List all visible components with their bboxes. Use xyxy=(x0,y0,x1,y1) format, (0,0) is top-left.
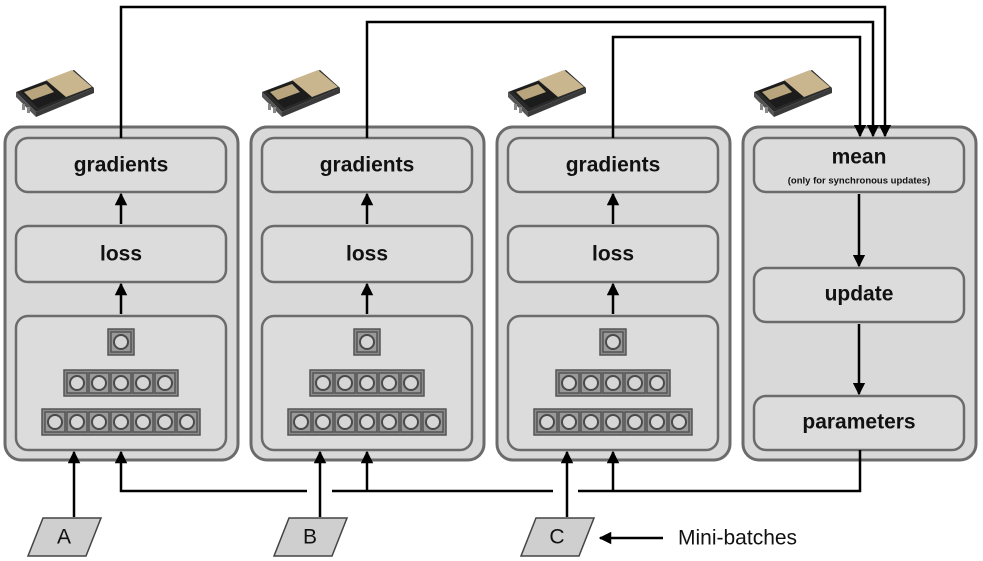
mean-note: (only for synchronous updates) xyxy=(788,176,931,187)
minibatch-input-b: B xyxy=(272,517,349,557)
neuron-icon xyxy=(154,411,176,433)
neuron-icon xyxy=(334,411,356,433)
neuron-icon xyxy=(602,372,624,394)
aggregator-panel: mean (only for synchronous updates) upda… xyxy=(741,125,978,462)
loss-box xyxy=(260,224,474,284)
neuron-icon xyxy=(580,372,602,394)
neuron-icon xyxy=(110,372,132,394)
neuron-icon xyxy=(422,411,444,433)
neuron-icon xyxy=(558,411,580,433)
neuron-icon xyxy=(290,411,312,433)
input-label: C xyxy=(549,526,564,549)
neuron-icon xyxy=(132,411,154,433)
neuron-icon xyxy=(334,372,356,394)
mean-label: mean xyxy=(832,146,887,169)
neuron-icon xyxy=(110,331,132,353)
neuron-icon xyxy=(176,411,198,433)
neuron-icon xyxy=(88,372,110,394)
neuron-icon xyxy=(668,411,690,433)
neuron-icon xyxy=(312,372,334,394)
gradients-label: gradients xyxy=(74,154,169,177)
parameter-broadcast-wires xyxy=(114,450,862,493)
neuron-icon xyxy=(88,411,110,433)
neuron-icon xyxy=(110,411,132,433)
neuron-icon xyxy=(356,331,378,353)
neuron-icon xyxy=(536,411,558,433)
loss-label: loss xyxy=(346,243,388,266)
update-box xyxy=(752,266,966,324)
input-label: B xyxy=(303,526,317,549)
neuron-icon xyxy=(602,411,624,433)
neuron-icon xyxy=(400,372,422,394)
neuron-icon xyxy=(66,372,88,394)
gpu-icon xyxy=(262,70,340,117)
loss-label: loss xyxy=(592,243,634,266)
neuron-icon xyxy=(378,411,400,433)
neuron-icon xyxy=(356,372,378,394)
input-arrows xyxy=(67,450,574,517)
minibatch-input-a: A xyxy=(26,517,103,557)
input-label: A xyxy=(57,526,71,549)
neuron-icon xyxy=(646,372,668,394)
neuron-icon xyxy=(44,411,66,433)
internal-arrows xyxy=(114,192,866,396)
neuron-icon xyxy=(400,411,422,433)
neuron-icon xyxy=(132,372,154,394)
neuron-icon xyxy=(624,411,646,433)
gpu-icon xyxy=(16,70,94,117)
neuron-icon xyxy=(312,411,334,433)
gradients-label: gradients xyxy=(320,154,415,177)
parameters-label: parameters xyxy=(802,411,915,434)
update-label: update xyxy=(825,283,894,306)
neuron-icon xyxy=(66,411,88,433)
neuron-icon xyxy=(580,411,602,433)
neuron-icon xyxy=(646,411,668,433)
neuron-icon xyxy=(378,372,400,394)
neuron-icon xyxy=(602,331,624,353)
mean-box xyxy=(752,136,966,194)
neuron-icon xyxy=(558,372,580,394)
gradient-wires xyxy=(119,5,892,138)
minibatches-label: Mini-batches xyxy=(678,527,797,550)
neural-network-icons xyxy=(41,328,693,436)
gpu-icon xyxy=(754,70,832,117)
neuron-icon xyxy=(624,372,646,394)
neuron-icon xyxy=(154,372,176,394)
loss-label: loss xyxy=(100,243,142,266)
gpu-icon xyxy=(508,70,586,117)
minibatch-input-c: C xyxy=(519,517,596,557)
loss-box xyxy=(506,224,720,284)
loss-box xyxy=(14,224,228,284)
gradients-label: gradients xyxy=(566,154,661,177)
neuron-icon xyxy=(356,411,378,433)
